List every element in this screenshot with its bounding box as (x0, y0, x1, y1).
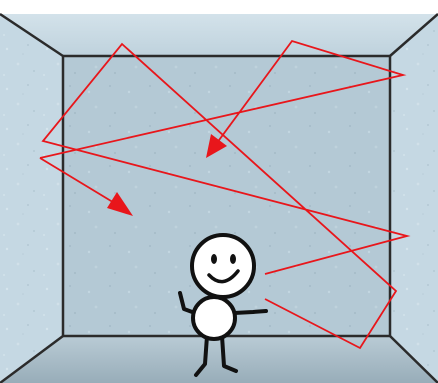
figure-left-eye (211, 254, 217, 264)
figure-right-eye (230, 254, 236, 264)
floor (0, 336, 438, 383)
right-wall (390, 14, 438, 383)
left-wall (0, 14, 63, 383)
figure-head (192, 235, 254, 297)
ceiling (0, 14, 438, 56)
figure-right-arm (234, 311, 266, 313)
figure-body (193, 297, 235, 339)
